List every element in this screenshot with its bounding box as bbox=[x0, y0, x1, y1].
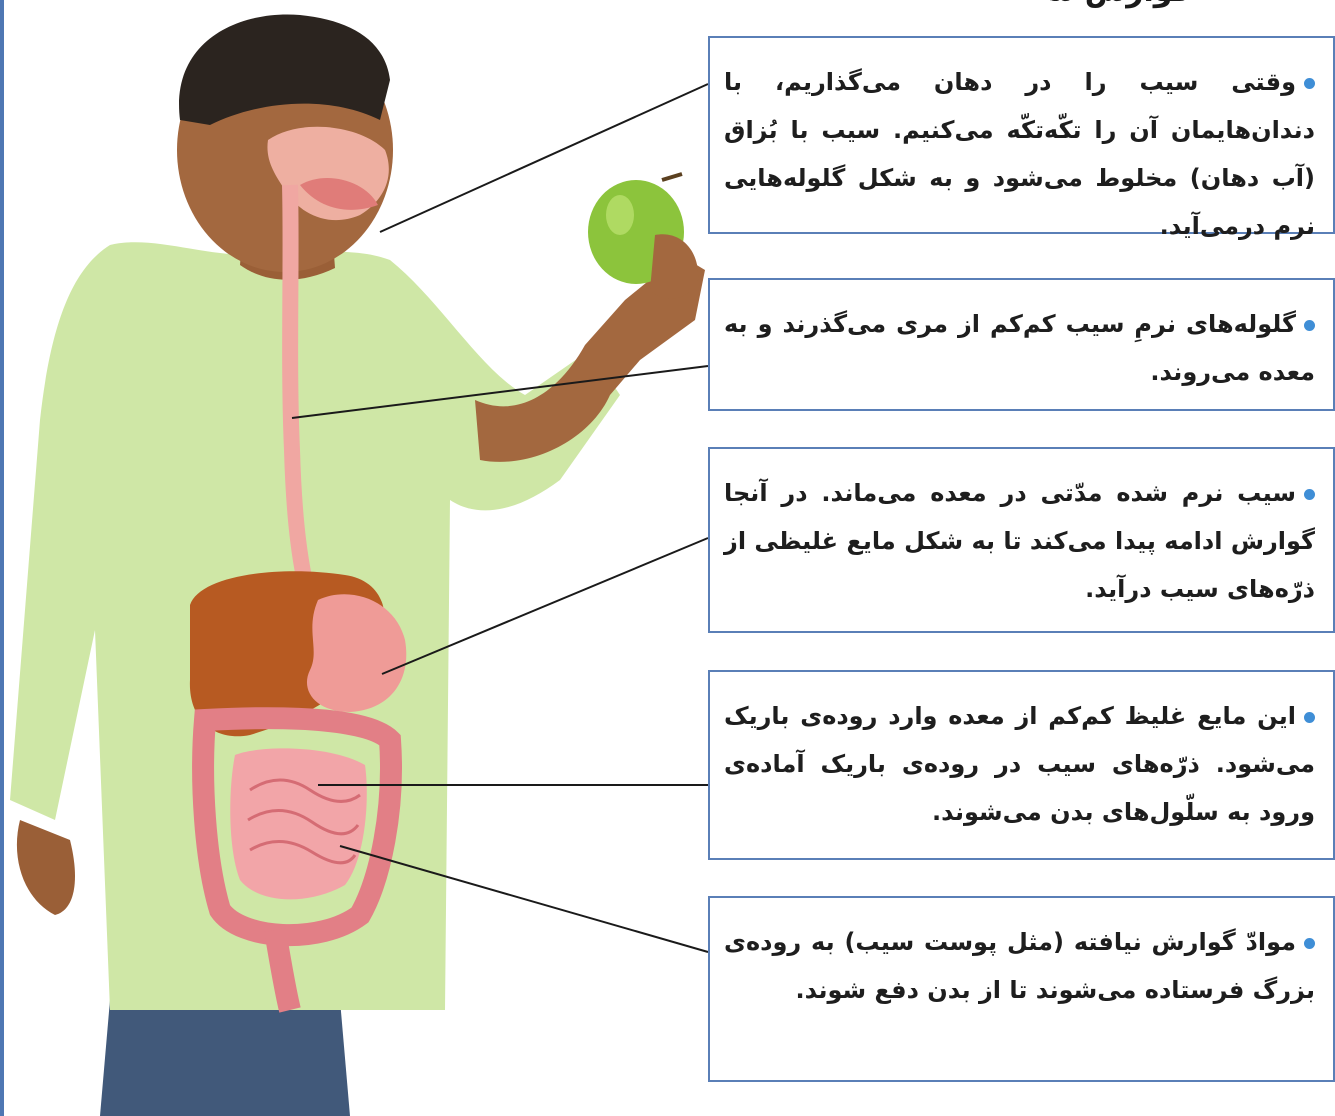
info-text-esophagus: گلوله‌های نرمِ سیب کم‌کم از مری می‌گذرند… bbox=[724, 310, 1315, 386]
apple-stem bbox=[662, 174, 682, 180]
bullet-dot-icon bbox=[1304, 938, 1315, 949]
bullet-dot-icon bbox=[1304, 489, 1315, 500]
apple-shine bbox=[606, 195, 634, 235]
small-intestine bbox=[230, 748, 367, 899]
info-text-large-intestine: موادّ گوارش نیافته (مثل پوست سیب) به رود… bbox=[724, 928, 1315, 1004]
info-box-stomach: سیب نرم شده مدّتی در معده می‌ماند. در آن… bbox=[708, 447, 1335, 633]
info-box-small-intestine: این مایع غلیظ کم‌کم از معده وارد روده‌ی … bbox=[708, 670, 1335, 860]
info-box-mouth: وقتی سیب را در دهان می‌گذاریم، با دندان‌… bbox=[708, 36, 1335, 234]
page-header-fragment: گوارش سیب bbox=[1050, 0, 1190, 14]
bullet-dot-icon bbox=[1304, 78, 1315, 89]
jeans bbox=[100, 1000, 350, 1116]
rectum bbox=[275, 930, 290, 1010]
info-text-mouth: وقتی سیب را در دهان می‌گذاریم، با دندان‌… bbox=[724, 68, 1315, 240]
boy-digestive-system-illustration bbox=[0, 0, 720, 1116]
info-text-stomach: سیب نرم شده مدّتی در معده می‌ماند. در آن… bbox=[724, 479, 1315, 603]
info-text-small-intestine: این مایع غلیظ کم‌کم از معده وارد روده‌ی … bbox=[724, 702, 1315, 826]
info-box-esophagus: گلوله‌های نرمِ سیب کم‌کم از مری می‌گذرند… bbox=[708, 278, 1335, 411]
fingers bbox=[650, 234, 698, 298]
info-box-large-intestine: موادّ گوارش نیافته (مثل پوست سیب) به رود… bbox=[708, 896, 1335, 1082]
left-hand bbox=[17, 820, 75, 915]
bullet-dot-icon bbox=[1304, 712, 1315, 723]
bullet-dot-icon bbox=[1304, 320, 1315, 331]
